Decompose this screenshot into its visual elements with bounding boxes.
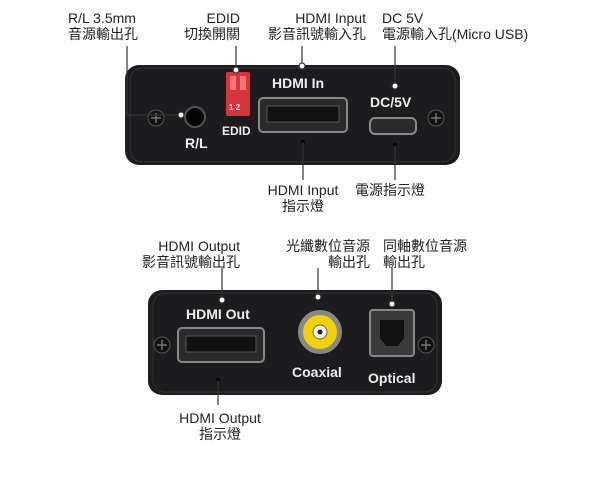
callout-hdmi-input: HDMI Input 影音訊號輸入孔 bbox=[250, 10, 366, 42]
bottom-device bbox=[148, 290, 442, 395]
panel-label-edid: EDID bbox=[222, 124, 251, 138]
callout-rl-audio: R/L 3.5mm 音源輸出孔 bbox=[68, 10, 138, 42]
callout-line: HDMI Input bbox=[295, 10, 366, 26]
callout-line: R/L 3.5mm bbox=[68, 10, 136, 26]
callout-dc-power: DC 5V 電源輸入孔(Micro USB) bbox=[382, 10, 528, 42]
top-device bbox=[125, 65, 460, 165]
callout-coaxial: 同軸數位音源 輸出孔 bbox=[383, 238, 467, 270]
callout-line: 光纖數位音源 bbox=[286, 238, 370, 254]
screw-icon bbox=[153, 336, 171, 354]
callout-line: 輸出孔 bbox=[328, 254, 370, 270]
callout-line: 指示燈 bbox=[199, 426, 241, 442]
coaxial-jack bbox=[298, 310, 342, 354]
panel-label-hdmi-in: HDMI In bbox=[272, 75, 325, 91]
switch-numbers: 1 2 bbox=[229, 103, 241, 112]
callout-line: 音源輸出孔 bbox=[68, 26, 138, 42]
bottom-leader-lines bbox=[217, 268, 396, 405]
callout-line: 指示燈 bbox=[282, 198, 324, 214]
callout-line: 輸出孔 bbox=[383, 254, 425, 270]
callout-hdmi-output-led: HDMI Output 指示燈 bbox=[165, 410, 275, 442]
audio-jack bbox=[184, 106, 206, 128]
panel-label-rl: R/L bbox=[185, 135, 208, 151]
callout-line: 切換開關 bbox=[184, 26, 240, 42]
callout-line: 電源輸入孔(Micro USB) bbox=[382, 26, 529, 42]
callout-line: EDID bbox=[206, 10, 240, 26]
callout-hdmi-output: HDMI Output 影音訊號輸出孔 bbox=[110, 238, 240, 270]
callout-edid: EDID 切換開關 bbox=[176, 10, 240, 42]
top-leader-lines bbox=[126, 46, 399, 180]
optical-port bbox=[369, 309, 415, 357]
callout-hdmi-input-led: HDMI Input 指示燈 bbox=[248, 182, 358, 214]
callout-line: HDMI Input bbox=[267, 182, 339, 198]
panel-label-coaxial: Coaxial bbox=[292, 364, 342, 380]
callout-line: HDMI Output bbox=[158, 238, 240, 254]
callout-line: 同軸數位音源 bbox=[383, 238, 467, 254]
callout-line: DC 5V bbox=[382, 10, 424, 26]
panel-label-hdmi-out: HDMI Out bbox=[186, 306, 250, 322]
panel-label-dc: DC/5V bbox=[370, 94, 412, 110]
callout-line: 電源指示燈 bbox=[355, 182, 425, 198]
screw-icon bbox=[147, 109, 165, 127]
callout-line: HDMI Output bbox=[179, 410, 261, 426]
callout-line: 影音訊號輸入孔 bbox=[268, 26, 366, 42]
screw-icon bbox=[427, 109, 445, 127]
callout-line: 影音訊號輸出孔 bbox=[142, 254, 240, 270]
callout-power-led: 電源指示燈 bbox=[355, 182, 425, 198]
panel-label-optical: Optical bbox=[368, 370, 416, 386]
screw-icon bbox=[417, 336, 435, 354]
micro-usb-port bbox=[369, 117, 417, 135]
callout-optical: 光纖數位音源 輸出孔 bbox=[272, 238, 370, 270]
